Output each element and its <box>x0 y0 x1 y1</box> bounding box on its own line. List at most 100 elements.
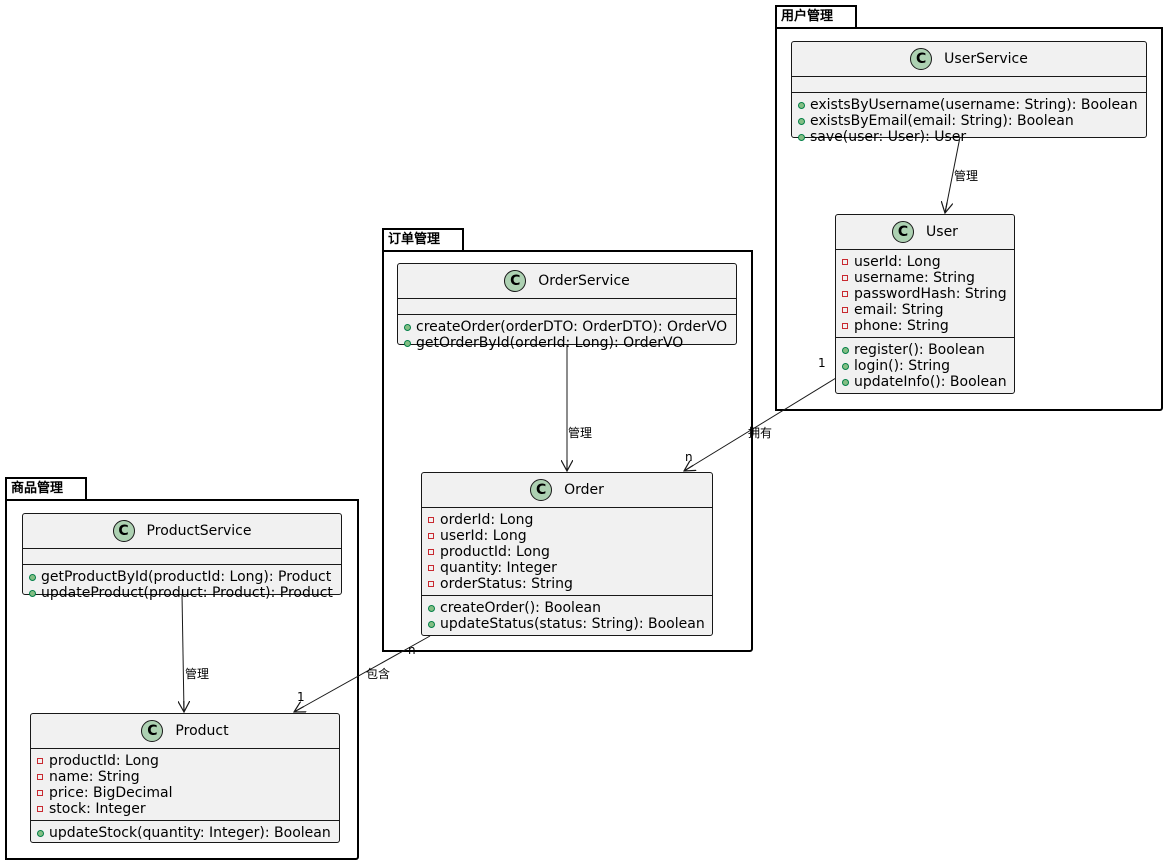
method-row: updateProduct(product: Product): Product <box>29 585 335 601</box>
private-marker-icon <box>37 806 43 812</box>
field-text: orderStatus: String <box>440 576 573 592</box>
field-row: stock: Integer <box>37 801 333 817</box>
public-marker-icon <box>798 117 805 125</box>
class-orderservice: C OrderService createOrder(orderDTO: Ord… <box>397 263 737 351</box>
relation-label: 拥有 <box>748 426 773 440</box>
private-marker-icon <box>428 565 434 571</box>
field-row: userId: Long <box>428 528 706 544</box>
private-marker-icon <box>842 259 848 265</box>
public-marker-icon <box>842 362 849 370</box>
multiplicity-label: n <box>408 643 416 657</box>
methods-section: createOrder(orderDTO: OrderDTO): OrderVO… <box>398 314 736 354</box>
package-product-management: 商品管理 <box>5 477 359 860</box>
method-text: createOrder(orderDTO: OrderDTO): OrderVO <box>416 319 728 335</box>
method-row: save(user: User): User <box>798 129 1140 145</box>
public-marker-icon <box>842 346 849 354</box>
method-text: register(): Boolean <box>854 342 985 358</box>
method-row: existsByEmail(email: String): Boolean <box>798 113 1140 129</box>
fields-section: productId: Long name: String price: BigD… <box>31 749 339 820</box>
relation-label: 包含 <box>366 667 391 681</box>
field-row: username: String <box>842 270 1008 286</box>
field-row: price: BigDecimal <box>37 785 333 801</box>
package-order-management: 订单管理 <box>382 228 753 652</box>
class-c-icon: C <box>504 270 527 292</box>
method-text: login(): String <box>854 358 950 374</box>
private-marker-icon <box>842 291 848 297</box>
field-text: name: String <box>49 769 140 785</box>
class-header: C UserService <box>792 42 1146 77</box>
field-text: userId: Long <box>440 528 527 544</box>
class-name: User <box>926 224 958 240</box>
method-text: updateInfo(): Boolean <box>854 374 1007 390</box>
field-text: stock: Integer <box>49 801 146 817</box>
field-row: quantity: Integer <box>428 560 706 576</box>
class-c-icon: C <box>141 720 164 742</box>
class-name: UserService <box>944 51 1028 67</box>
methods-section: getProductById(productId: Long): Product… <box>23 564 341 604</box>
field-row: phone: String <box>842 318 1008 334</box>
class-name: OrderService <box>538 273 630 289</box>
field-text: userId: Long <box>854 254 941 270</box>
class-header: C Order <box>422 473 712 508</box>
method-row: updateStock(quantity: Integer): Boolean <box>37 825 333 841</box>
field-row: email: String <box>842 302 1008 318</box>
class-c-icon: C <box>892 221 915 243</box>
field-row: name: String <box>37 769 333 785</box>
relation-productservice-product <box>182 593 184 712</box>
method-text: getOrderById(orderId: Long): OrderVO <box>416 335 684 351</box>
private-marker-icon <box>428 517 434 523</box>
class-userservice: C UserService existsByUsername(username:… <box>791 41 1147 145</box>
method-text: createOrder(): Boolean <box>440 600 602 616</box>
method-row: updateInfo(): Boolean <box>842 374 1008 390</box>
method-text: getProductById(productId: Long): Product <box>41 569 332 585</box>
public-marker-icon <box>428 604 435 612</box>
private-marker-icon <box>428 533 434 539</box>
fields-section <box>792 77 1146 92</box>
field-row: productId: Long <box>37 753 333 769</box>
field-text: email: String <box>854 302 944 318</box>
public-marker-icon <box>404 339 411 347</box>
public-marker-icon <box>428 620 435 628</box>
relation-label: 管理 <box>568 426 593 440</box>
method-text: existsByUsername(username: String): Bool… <box>810 97 1138 113</box>
method-text: updateStock(quantity: Integer): Boolean <box>49 825 331 841</box>
class-header: C Product <box>31 714 339 749</box>
field-text: passwordHash: String <box>854 286 1007 302</box>
field-text: productId: Long <box>49 753 159 769</box>
method-text: existsByEmail(email: String): Boolean <box>810 113 1074 129</box>
method-row: existsByUsername(username: String): Bool… <box>798 97 1140 113</box>
public-marker-icon <box>29 573 36 581</box>
method-row: createOrder(): Boolean <box>428 600 706 616</box>
relation-order-product <box>294 635 431 712</box>
field-text: username: String <box>854 270 975 286</box>
field-text: quantity: Integer <box>440 560 557 576</box>
fields-section: orderId: Long userId: Long productId: Lo… <box>422 508 712 595</box>
class-user: C User userId: Long username: String pas… <box>835 214 1015 394</box>
methods-section: updateStock(quantity: Integer): Boolean <box>31 820 339 844</box>
class-product: C Product productId: Long name: String p… <box>30 713 340 843</box>
relation-label: 管理 <box>954 169 979 183</box>
field-row: orderId: Long <box>428 512 706 528</box>
private-marker-icon <box>428 581 434 587</box>
class-header: C OrderService <box>398 264 736 299</box>
method-row: updateStatus(status: String): Boolean <box>428 616 706 632</box>
public-marker-icon <box>37 829 44 837</box>
public-marker-icon <box>29 589 36 597</box>
method-row: login(): String <box>842 358 1008 374</box>
field-text: productId: Long <box>440 544 550 560</box>
multiplicity-label: 1 <box>297 690 305 704</box>
package-user-management: 用户管理 <box>775 5 1163 411</box>
fields-section <box>23 549 341 564</box>
multiplicity-label: n <box>685 450 693 464</box>
field-row: productId: Long <box>428 544 706 560</box>
public-marker-icon <box>404 323 411 331</box>
public-marker-icon <box>842 378 849 386</box>
method-row: getOrderById(orderId: Long): OrderVO <box>404 335 730 351</box>
class-name: Product <box>175 723 229 739</box>
class-c-icon: C <box>530 479 553 501</box>
field-text: price: BigDecimal <box>49 785 173 801</box>
multiplicity-label: 1 <box>818 356 826 370</box>
relation-userservice-user <box>945 136 961 213</box>
